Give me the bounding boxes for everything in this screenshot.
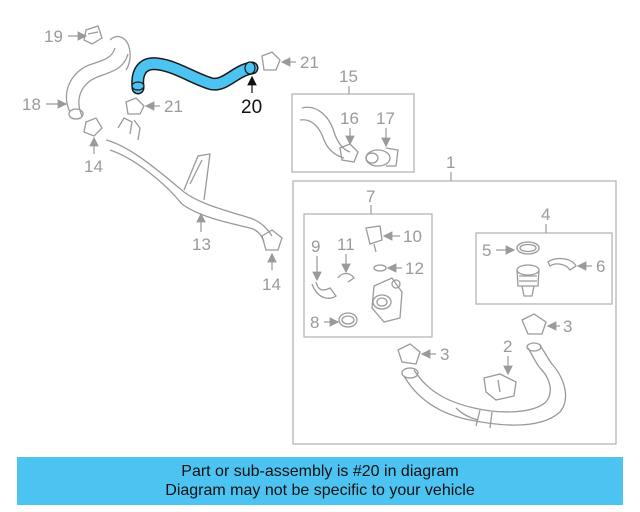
oring-8 <box>338 312 358 328</box>
oring-12 <box>373 264 387 272</box>
connector-17 <box>365 147 399 167</box>
group-box-4 <box>475 232 613 305</box>
parts-diagram: 19 18 14 21 21 20 13 14 15 16 17 1 7 10 … <box>22 25 617 445</box>
hose-15 <box>299 106 351 159</box>
clamp-21-right <box>261 51 281 71</box>
callout-6: 6 <box>596 257 605 276</box>
callout-2: 2 <box>503 337 512 356</box>
clamp-3-left <box>397 343 421 365</box>
callout-16: 16 <box>340 109 359 128</box>
group-box-1 <box>292 180 617 445</box>
group-box-15 <box>291 93 415 173</box>
callout-4: 4 <box>541 205 550 224</box>
clip-6 <box>547 257 577 271</box>
callout-3-left: 3 <box>440 345 449 364</box>
callout-19: 19 <box>44 27 63 46</box>
banner-line-2: Diagram may not be specific to your vehi… <box>165 482 475 499</box>
callout-18: 18 <box>22 95 41 114</box>
clip-9 <box>311 281 337 299</box>
banner-line-1: Part or sub-assembly is #20 in diagram <box>181 463 459 480</box>
clamp-3-right <box>521 313 547 335</box>
callout-3-right: 3 <box>563 317 572 336</box>
callout-17: 17 <box>376 109 395 128</box>
clamp-21-left <box>125 97 145 115</box>
housing-7 <box>371 277 403 323</box>
clip-11 <box>337 272 355 283</box>
callout-21-right: 21 <box>300 53 319 72</box>
connector-4 <box>516 264 540 297</box>
hose-20-highlighted <box>131 57 259 95</box>
clamp-14-upper <box>83 117 103 137</box>
clamp-14-lower <box>261 229 283 251</box>
oring-5 <box>516 241 540 255</box>
callout-5: 5 <box>482 241 491 260</box>
hose-1 <box>401 342 567 429</box>
callout-13: 13 <box>192 235 211 254</box>
callout-11: 11 <box>337 235 355 254</box>
hose-18 <box>65 35 131 120</box>
callout-14-upper: 14 <box>84 157 103 176</box>
clamp-16 <box>339 143 359 163</box>
sensor-10 <box>365 225 383 253</box>
callout-1: 1 <box>446 153 455 172</box>
callout-14-lower: 14 <box>262 275 281 294</box>
callout-9: 9 <box>311 237 320 256</box>
callout-20: 20 <box>241 97 262 118</box>
info-banner: Part or sub-assembly is #20 in diagram D… <box>17 457 623 505</box>
callout-12: 12 <box>405 259 424 278</box>
clamp-19 <box>83 25 103 45</box>
callout-21-left: 21 <box>164 97 183 116</box>
callout-7: 7 <box>366 187 375 206</box>
group-box-7 <box>303 213 433 338</box>
callout-15: 15 <box>339 67 358 86</box>
callout-8: 8 <box>310 313 319 332</box>
bracket-2 <box>483 373 517 401</box>
pipe-13 <box>105 117 273 243</box>
callout-10: 10 <box>403 227 422 246</box>
